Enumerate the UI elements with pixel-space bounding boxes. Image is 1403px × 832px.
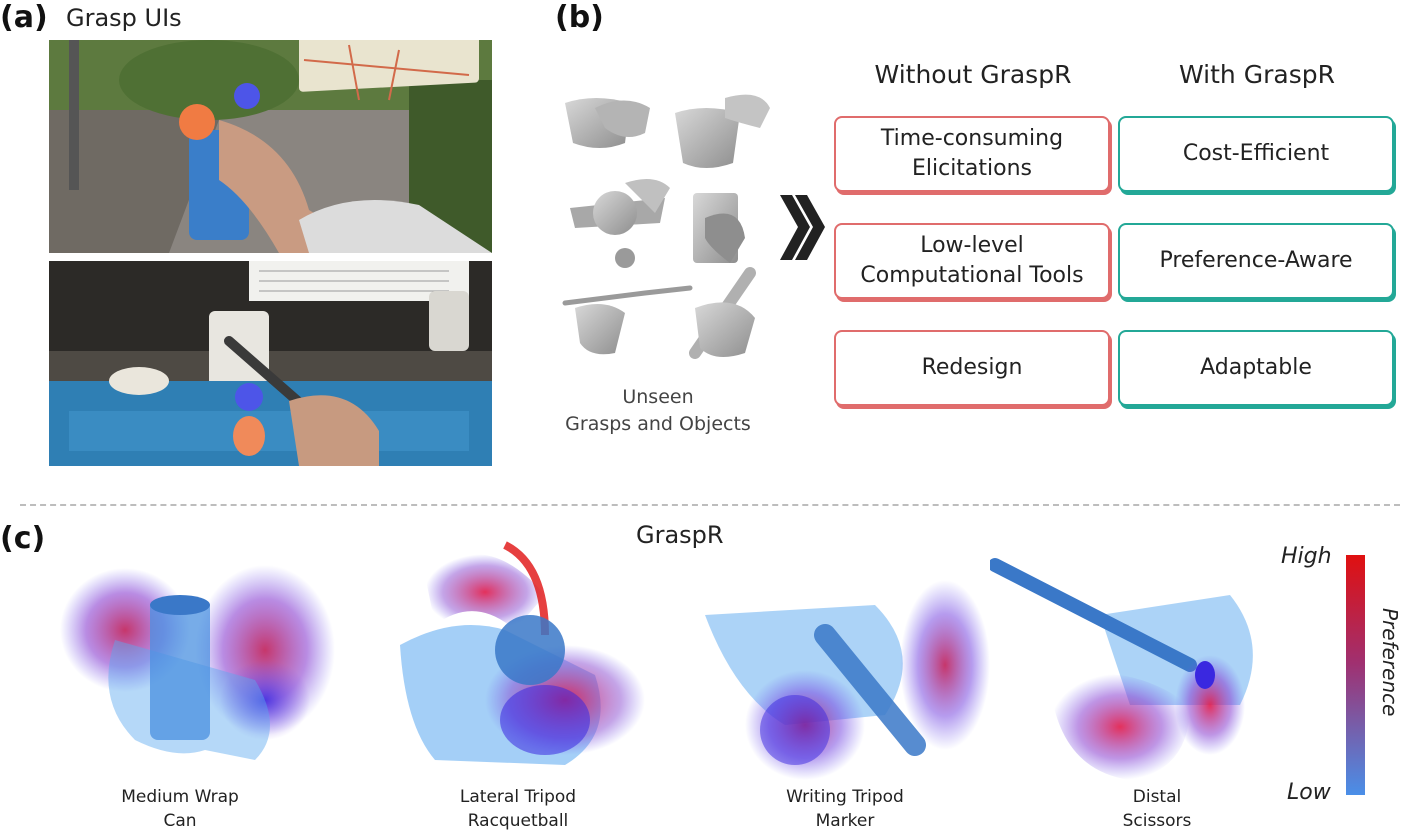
- with-card-adaptable: Adaptable: [1118, 330, 1394, 406]
- without-card-label: Redesign: [921, 355, 1023, 381]
- with-card-label: Preference-Aware: [1159, 248, 1353, 274]
- panel-c-label: (c): [0, 521, 46, 556]
- preference-colorbar: [1346, 555, 1365, 795]
- grasp-ui-photo-outdoor: [49, 40, 492, 253]
- viz-label-writing-tripod-marker: Writing Tripod Marker: [786, 787, 904, 831]
- without-card-label: Low-level Computational Tools: [860, 233, 1084, 288]
- with-graspr-title: With GraspR: [1179, 60, 1335, 89]
- unseen-grasps-caption: Unseen Grasps and Objects: [565, 386, 751, 435]
- viz-label-lateral-tripod-racquetball: Lateral Tripod Racquetball: [459, 787, 577, 831]
- viz-medium-wrap-can: [60, 565, 335, 760]
- viz-distal-scissors: [990, 558, 1253, 780]
- viz-writing-tripod-marker: [705, 580, 990, 780]
- colorbar-high-label: High: [1281, 544, 1332, 569]
- viz-lateral-tripod-racquetball: [400, 541, 645, 765]
- with-card-preference-aware: Preference-Aware: [1118, 223, 1394, 299]
- without-graspr-title: Without GraspR: [874, 60, 1072, 89]
- without-card-redesign: Redesign: [834, 330, 1110, 406]
- unseen-grasps-illustration: [555, 88, 780, 373]
- without-card-label: Time-consuming Elicitations: [880, 126, 1064, 181]
- panel-c-title: GraspR: [636, 521, 724, 549]
- without-card-low-level-tools: Low-level Computational Tools: [834, 223, 1110, 299]
- grasp-ui-photo-workbench: [49, 261, 492, 466]
- colorbar-low-label: Low: [1287, 780, 1331, 805]
- colorbar-title: Preference: [1378, 608, 1402, 717]
- panel-b-label: (b): [555, 0, 604, 35]
- with-card-cost-efficient: Cost-Efficient: [1118, 116, 1394, 192]
- without-card-time-consuming: Time-consuming Elicitations: [834, 116, 1110, 192]
- viz-label-distal-scissors: Distal Scissors: [1122, 787, 1192, 831]
- panel-a-label: (a): [0, 0, 48, 35]
- viz-label-medium-wrap-can: Medium Wrap Can: [121, 787, 239, 831]
- double-chevron-icon: [780, 195, 825, 260]
- section-divider: [20, 504, 1400, 506]
- with-card-label: Adaptable: [1200, 355, 1312, 381]
- with-card-label: Cost-Efficient: [1182, 141, 1330, 167]
- panel-a-title: Grasp UIs: [66, 4, 182, 32]
